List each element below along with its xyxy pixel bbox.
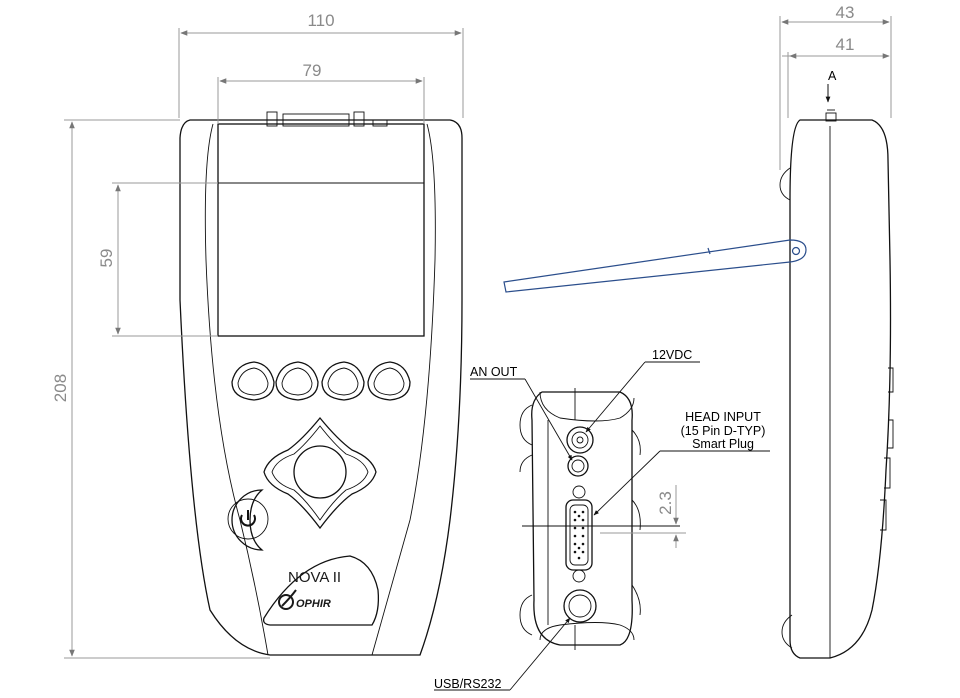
top-port: [372, 119, 388, 127]
soft-key-4[interactable]: [367, 361, 411, 401]
side-knob-top: [779, 167, 791, 201]
view-a-marker: A: [825, 69, 837, 103]
dim-depth-total: 43: [779, 3, 892, 170]
callout-12vdc: 12VDC: [585, 348, 700, 433]
soft-key-2[interactable]: [275, 361, 319, 401]
label-an-out: AN OUT: [470, 365, 518, 379]
screen-bezel: [217, 123, 425, 337]
label-usb: USB/RS232: [434, 677, 501, 691]
an-out-jack[interactable]: [567, 455, 589, 477]
stand-hinge: [791, 246, 801, 256]
power-button[interactable]: [227, 489, 269, 551]
left-bumper-edge: [204, 123, 269, 656]
navigation-pad[interactable]: [263, 416, 377, 530]
knob-left-2: [519, 454, 533, 473]
soft-key-1[interactable]: [231, 361, 275, 401]
dim-depth-body-value: 41: [836, 35, 855, 54]
side-button-2: [888, 419, 894, 449]
top-bumper: [539, 391, 635, 422]
ophir-logo-icon: [278, 589, 297, 610]
connector-screw-left: [266, 111, 278, 127]
knob-left-1: [519, 404, 533, 446]
side-button-3: [884, 457, 891, 489]
label-head-input-1: HEAD INPUT: [685, 410, 761, 424]
dim-total-height-value: 208: [51, 374, 70, 402]
dim-screen-height: 59: [97, 182, 218, 337]
d-sub-pins: [573, 510, 585, 560]
side-button-1: [888, 367, 894, 393]
side-button-4: [880, 499, 887, 531]
soft-keys: [231, 361, 411, 401]
dc-jack[interactable]: [566, 426, 594, 454]
side-view: A 43 41: [503, 3, 894, 659]
dim-depth-total-value: 43: [836, 3, 855, 22]
dim-screen-width: 79: [217, 61, 425, 124]
dim-connector-offset: 2.3: [600, 485, 686, 548]
side-top-connector: [825, 112, 837, 122]
label-view-a: A: [828, 69, 837, 83]
d-sub-connector[interactable]: [565, 485, 593, 583]
company-name: OPHIR: [296, 598, 331, 610]
right-bumper-edge: [371, 123, 436, 656]
product-name: NOVA II: [288, 569, 341, 586]
side-view-body: [789, 119, 892, 659]
dim-connector-offset-value: 2.3: [656, 491, 675, 515]
knob-right-3: [631, 584, 641, 616]
dim-screen-width-value: 79: [303, 61, 322, 80]
callout-head-input: HEAD INPUT (15 Pin D-TYP) Smart Plug: [593, 410, 770, 516]
dim-screen-height-value: 59: [97, 249, 116, 268]
connector-view: 2.3 AN OUT 12VDC HEAD INPUT (15 Pin D-TY…: [434, 348, 770, 691]
power-icon: [240, 510, 256, 527]
knob-left-3: [519, 594, 533, 636]
knob-right-1: [631, 429, 641, 456]
dim-depth-body: 41: [782, 35, 890, 118]
device-body: [179, 119, 463, 656]
dim-total-width-value: 110: [307, 11, 334, 30]
label-12vdc: 12VDC: [652, 348, 692, 362]
label-head-input-2: (15 Pin D-TYP): [681, 424, 766, 438]
logo-badge: NOVA II OPHIR: [262, 555, 380, 626]
soft-key-3[interactable]: [321, 361, 365, 401]
dim-total-height: 208: [51, 119, 270, 659]
side-knob-bottom: [781, 614, 793, 649]
callout-usb: USB/RS232: [434, 617, 571, 691]
connector-screw-right: [353, 111, 365, 127]
connector-view-body: [531, 391, 633, 646]
enter-button[interactable]: [293, 445, 347, 499]
label-head-input-3: Smart Plug: [692, 437, 754, 451]
callout-an-out: AN OUT: [470, 365, 573, 461]
knob-right-2: [631, 499, 641, 531]
front-view: NOVA II OPHIR 110 79 59: [51, 11, 464, 659]
bottom-bumper: [539, 622, 635, 641]
dim-total-width: 110: [178, 11, 464, 118]
tilt-stand: [503, 239, 807, 293]
usb-port[interactable]: [563, 589, 597, 623]
